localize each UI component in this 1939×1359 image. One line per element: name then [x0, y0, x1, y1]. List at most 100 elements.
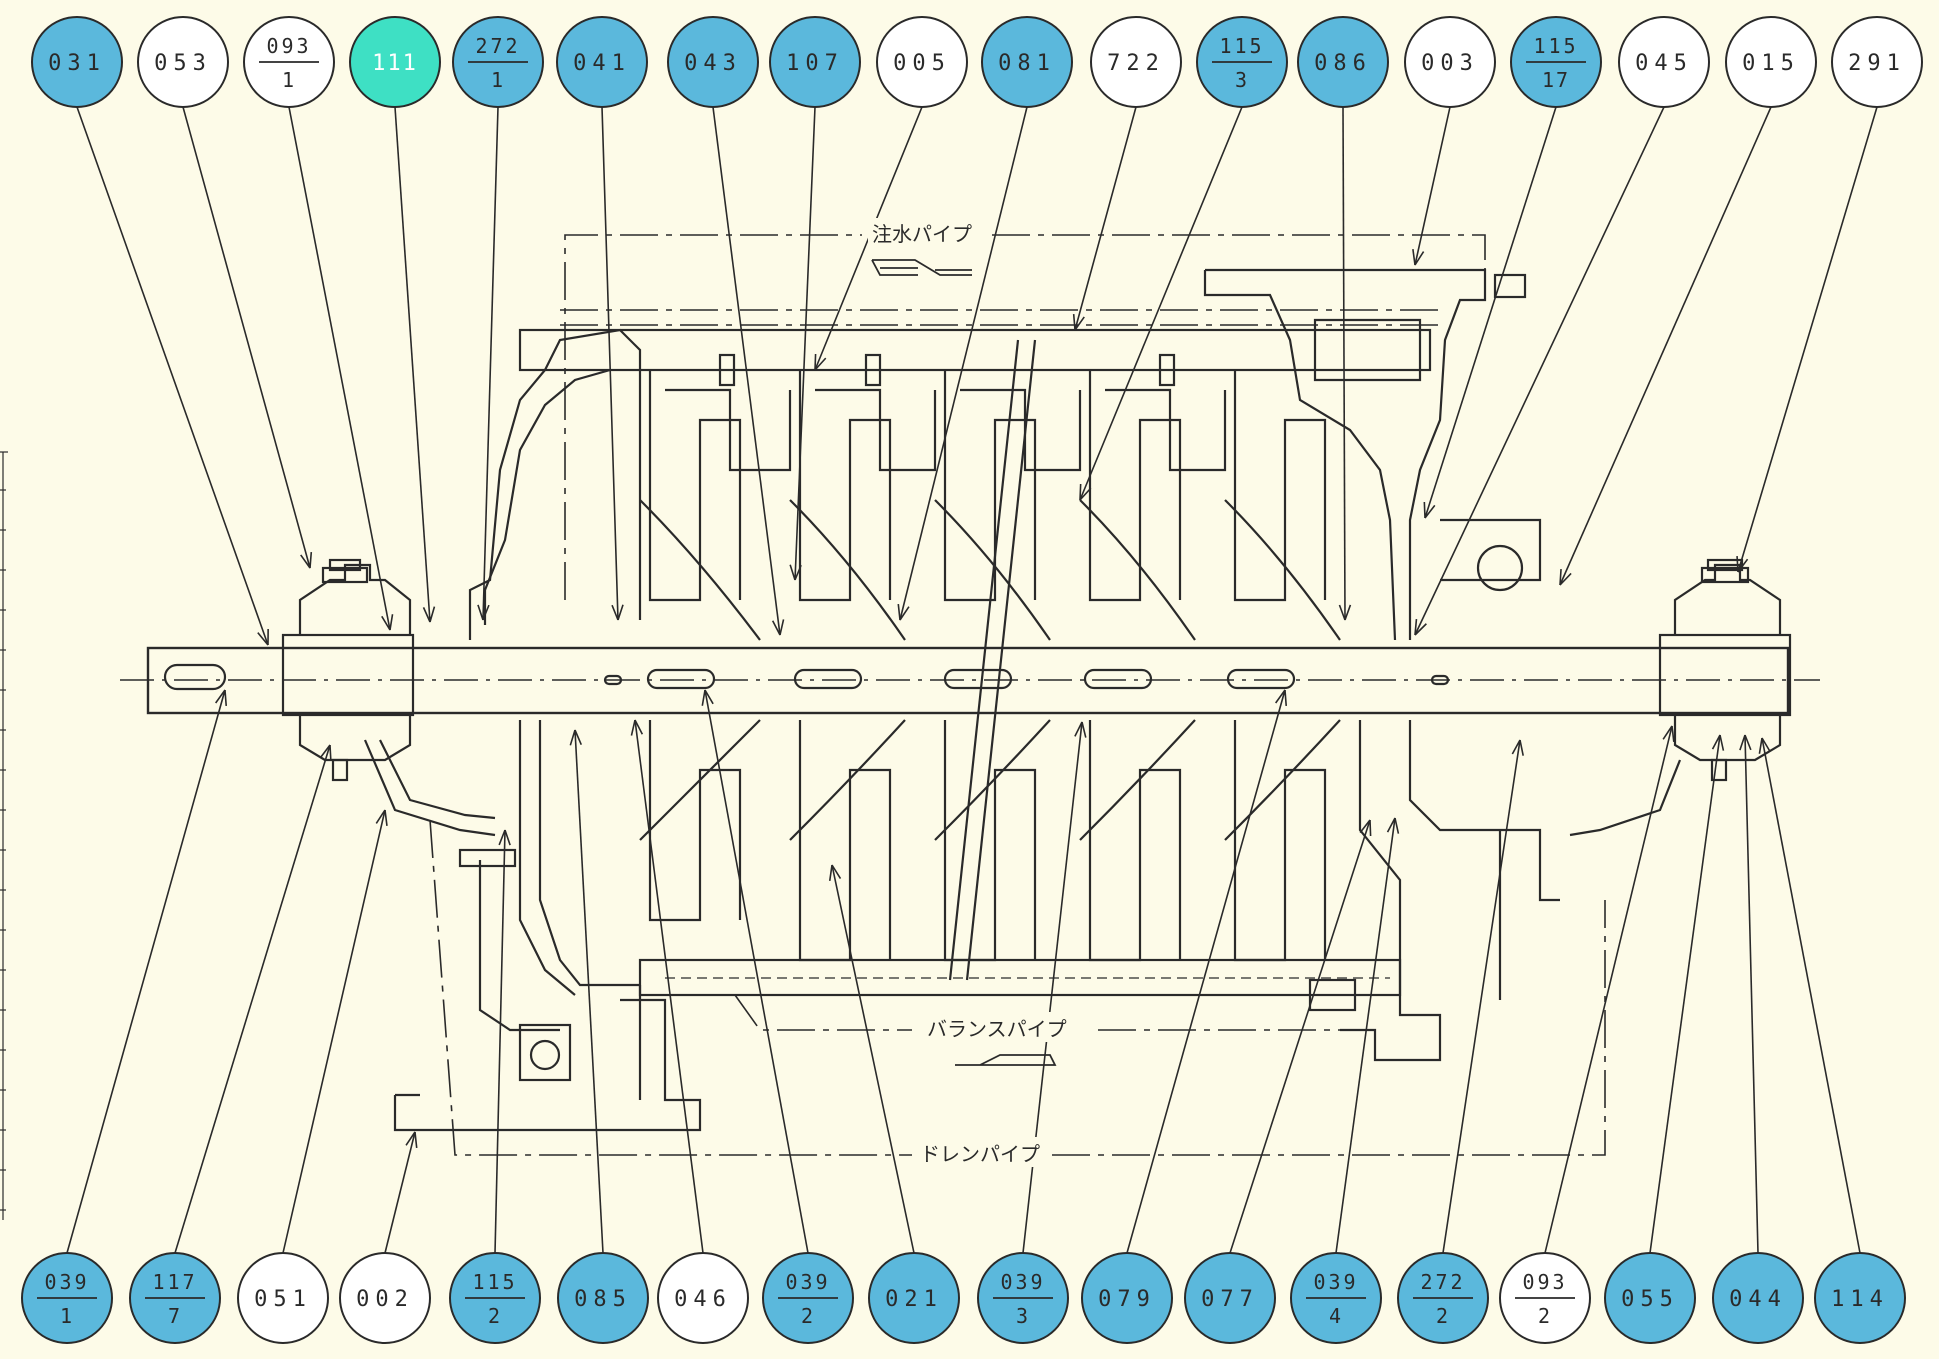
part-balloon-bottom-8[interactable]: 021	[868, 1252, 960, 1344]
leader-bottom-0	[66, 689, 228, 1254]
part-quantity: 3	[1016, 1304, 1030, 1328]
part-number: 031	[48, 51, 106, 76]
part-number: 002	[356, 1287, 414, 1312]
part-balloon-bottom-16[interactable]: 044	[1712, 1252, 1804, 1344]
balloon-circle	[1712, 1252, 1804, 1344]
part-balloon-top-16[interactable]: 015	[1725, 16, 1817, 108]
part-balloon-top-1[interactable]: 053	[137, 16, 229, 108]
part-quantity: 2	[1436, 1304, 1450, 1328]
leader-bottom-2	[282, 809, 388, 1254]
part-quantity: 1	[60, 1304, 74, 1328]
part-number: 115	[1219, 34, 1264, 58]
part-number: 086	[1314, 51, 1372, 76]
part-balloon-top-0[interactable]: 031	[31, 16, 123, 108]
part-balloon-bottom-15[interactable]: 055	[1604, 1252, 1696, 1344]
edge-ruler	[0, 451, 8, 1220]
part-balloon-top-15[interactable]: 045	[1618, 16, 1710, 108]
part-balloon-bottom-17[interactable]: 114	[1814, 1252, 1906, 1344]
part-balloon-top-12[interactable]: 086	[1297, 16, 1389, 108]
leader-bottom-14	[1544, 725, 1675, 1254]
leader-top-16	[1559, 106, 1772, 586]
part-number: 039	[1313, 1270, 1358, 1294]
injection-arrow	[871, 259, 972, 276]
leader-top-7	[789, 106, 816, 581]
leader-top-14	[1423, 106, 1557, 519]
part-balloon-bottom-6[interactable]: 046	[657, 1252, 749, 1344]
leader-top-2	[288, 106, 394, 631]
part-balloon-bottom-11[interactable]: 077	[1184, 1252, 1276, 1344]
left-bearing-housing	[281, 558, 496, 837]
part-balloon-bottom-2[interactable]: 051	[237, 1252, 329, 1344]
part-balloon-top-7[interactable]: 107	[769, 16, 861, 108]
stage-casings-upper	[518, 328, 1432, 641]
part-balloon-top-6[interactable]: 043	[667, 16, 759, 108]
part-number: 107	[786, 51, 844, 76]
leader-bottom-7	[701, 689, 809, 1254]
part-quantity: 2	[801, 1304, 815, 1328]
leader-top-3	[394, 106, 436, 623]
part-balloon-top-10[interactable]: 722	[1090, 16, 1182, 108]
leader-bottom-3	[384, 1131, 418, 1254]
leader-top-10	[1072, 106, 1137, 331]
part-balloon-top-3[interactable]: 111	[349, 16, 441, 108]
part-balloon-bottom-10[interactable]: 079	[1081, 1252, 1173, 1344]
leader-top-13	[1412, 106, 1451, 266]
part-number: 291	[1848, 51, 1906, 76]
leader-bottom-16	[1739, 734, 1759, 1254]
part-number: 039	[1000, 1270, 1045, 1294]
part-quantity: 7	[168, 1304, 182, 1328]
balloon-circle	[1618, 16, 1710, 108]
part-balloon-top-13[interactable]: 003	[1404, 16, 1496, 108]
balloon-circle	[1090, 16, 1182, 108]
part-number: 272	[475, 34, 520, 58]
leader-top-12	[1338, 106, 1352, 621]
part-balloon-bottom-5[interactable]: 085	[557, 1252, 649, 1344]
part-balloon-top-8[interactable]: 005	[876, 16, 968, 108]
tie-bolt	[948, 339, 1037, 981]
part-balloon-top-9[interactable]: 081	[981, 16, 1073, 108]
drain-pipe	[429, 819, 1606, 1156]
balloon-circle	[349, 16, 441, 108]
part-number: 111	[372, 51, 418, 76]
leader-bottom-6	[630, 719, 704, 1254]
leader-bottom-12	[1335, 817, 1400, 1254]
part-number: 093	[1522, 1270, 1567, 1294]
leader-bottom-15	[1649, 734, 1725, 1254]
balloon-circle	[137, 16, 229, 108]
balloon-circle	[31, 16, 123, 108]
balance-pipe	[734, 994, 1340, 1031]
balloon-circle	[557, 1252, 649, 1344]
part-number: 085	[574, 1287, 632, 1312]
leader-bottom-17	[1758, 737, 1861, 1254]
balloon-circle	[1604, 1252, 1696, 1344]
pump-drawing	[0, 234, 1820, 1220]
part-balloon-bottom-3[interactable]: 002	[339, 1252, 431, 1344]
balloon-circle	[1814, 1252, 1906, 1344]
part-number: 117	[152, 1270, 197, 1294]
part-balloon-top-17[interactable]: 291	[1831, 16, 1923, 108]
leader-bottom-9	[1022, 721, 1087, 1254]
part-balloon-top-5[interactable]: 041	[556, 16, 648, 108]
leader-top-4	[477, 106, 499, 621]
part-quantity: 1	[491, 68, 505, 92]
part-quantity: 17	[1542, 68, 1570, 92]
part-number: 093	[266, 34, 311, 58]
leader-top-6	[712, 106, 785, 636]
part-quantity: 4	[1329, 1304, 1343, 1328]
part-number: 115	[472, 1270, 517, 1294]
